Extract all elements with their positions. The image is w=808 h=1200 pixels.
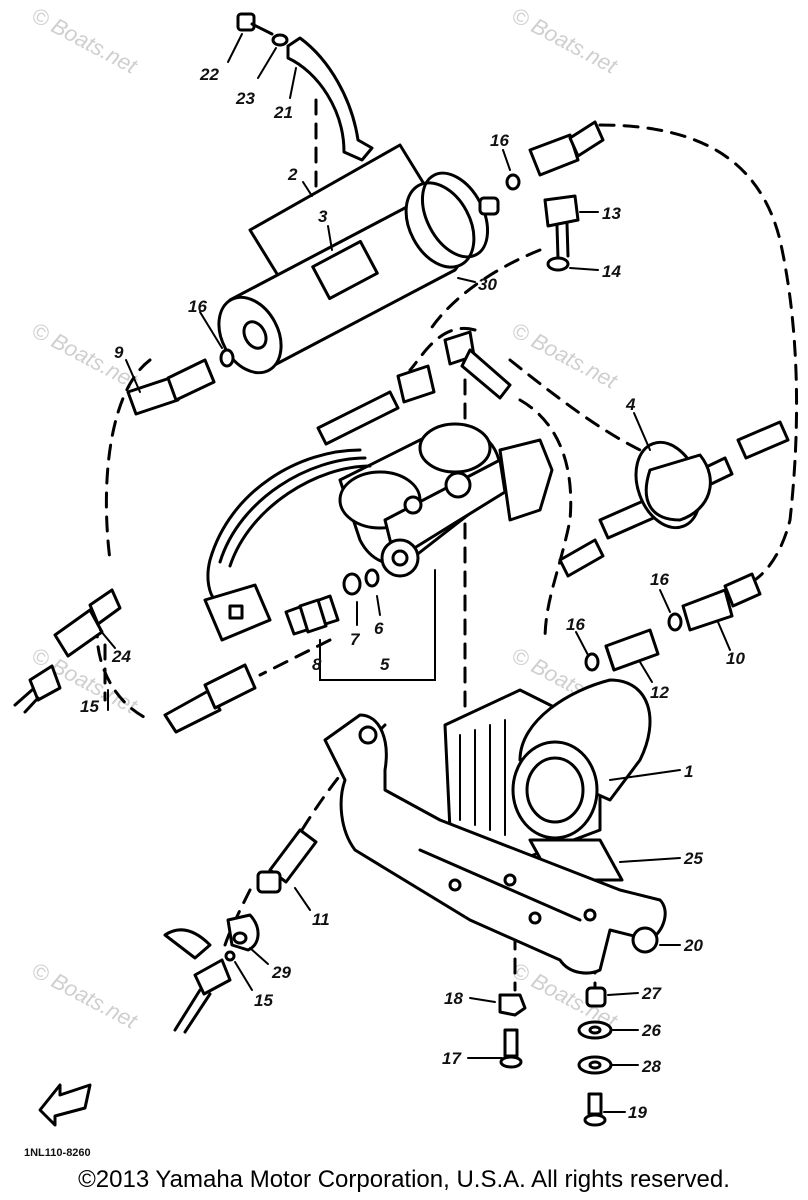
collar-27 xyxy=(585,986,607,1008)
bolt-22 xyxy=(236,12,274,36)
callout-13: 13 xyxy=(602,204,621,223)
callout-4: 4 xyxy=(625,395,636,414)
callout-14: 14 xyxy=(602,262,621,281)
watermark: © Boats.net xyxy=(28,317,142,394)
fitting-9 xyxy=(126,358,216,416)
callout-18: 18 xyxy=(444,989,463,1008)
callout-16-mid: 16 xyxy=(566,615,585,634)
washer-14 xyxy=(546,256,570,272)
hose-fitting-lower-left xyxy=(163,663,257,734)
callout-17: 17 xyxy=(442,1049,462,1068)
clamp-bracket-21 xyxy=(286,36,374,162)
callout-23: 23 xyxy=(235,89,255,108)
callout-3: 3 xyxy=(318,207,328,226)
fitting-12 xyxy=(604,628,660,672)
nut-18 xyxy=(498,993,527,1017)
callout-22: 22 xyxy=(199,65,219,84)
callout-15-left: 15 xyxy=(80,697,99,716)
callout-24: 24 xyxy=(111,647,131,666)
cable-end-11 xyxy=(256,828,318,894)
bolt-17 xyxy=(499,1028,523,1069)
wiring-harness xyxy=(203,448,372,642)
callout-1: 1 xyxy=(684,762,693,781)
hose-segments xyxy=(316,330,790,578)
fitting-8 xyxy=(284,594,340,636)
valve-block-5 xyxy=(338,422,554,578)
callout-7: 7 xyxy=(350,630,361,649)
callout-6: 6 xyxy=(374,619,384,638)
callout-16-left: 16 xyxy=(188,297,207,316)
copyright-notice: ©2013 Yamaha Motor Corporation, U.S.A. A… xyxy=(78,1166,730,1193)
o-ring-16-top xyxy=(505,173,521,191)
callout-27: 27 xyxy=(641,984,662,1003)
callout-26: 26 xyxy=(641,1021,661,1040)
callout-8: 8 xyxy=(312,655,322,674)
cable-15-lower xyxy=(173,950,236,1034)
fitting-24 xyxy=(53,588,122,658)
watermark: © Boats.net xyxy=(508,2,622,79)
washer-26 xyxy=(577,1020,613,1040)
callout-labels: 22 23 21 2 3 30 16 13 14 16 9 4 24 15 8 … xyxy=(24,65,745,1159)
o-ring-6 xyxy=(364,568,380,588)
tilt-motor-body xyxy=(217,171,500,375)
callout-2: 2 xyxy=(287,165,298,184)
callout-15-lower: 15 xyxy=(254,991,273,1010)
callout-9: 9 xyxy=(114,343,124,362)
callout-11: 11 xyxy=(312,910,330,929)
callout-12: 12 xyxy=(650,683,669,702)
watermark: © Boats.net xyxy=(508,317,622,394)
assembly-lines xyxy=(95,98,799,992)
callout-25: 25 xyxy=(683,849,703,868)
callout-16-right: 16 xyxy=(650,570,669,589)
o-ring-16-right xyxy=(667,612,683,632)
callout-29: 29 xyxy=(271,963,291,982)
forward-arrow-icon xyxy=(38,1083,92,1127)
callout-21: 21 xyxy=(273,103,293,122)
callout-20: 20 xyxy=(683,936,703,955)
mounting-bracket-20 xyxy=(323,713,667,975)
watermark: © Boats.net xyxy=(28,957,142,1034)
callout-10: 10 xyxy=(726,649,745,668)
o-ring-16-mid xyxy=(584,652,600,672)
banjo-bolt-13 xyxy=(543,194,580,260)
callout-19: 19 xyxy=(628,1103,647,1122)
drawing-code: 1NL110-8260 xyxy=(24,1147,91,1159)
leader-bracket-5 xyxy=(319,569,436,681)
leader-lines xyxy=(99,33,731,1113)
bolt-19 xyxy=(583,1092,607,1127)
filter-4 xyxy=(634,440,712,530)
watermark: © Boats.net xyxy=(28,2,142,79)
cable-15-left xyxy=(13,664,62,714)
o-ring-16-left xyxy=(219,348,235,368)
fitting-10 xyxy=(681,572,762,632)
callout-30: 30 xyxy=(478,275,497,294)
power-unit-1 xyxy=(443,678,652,862)
callout-5: 5 xyxy=(380,655,390,674)
hose-fitting-top xyxy=(528,120,605,177)
callout-28: 28 xyxy=(641,1057,661,1076)
washer-23 xyxy=(271,33,289,47)
washer-28 xyxy=(577,1055,613,1075)
cable-bracket-29 xyxy=(163,913,260,960)
washer-7 xyxy=(342,572,362,596)
callout-16-top: 16 xyxy=(490,131,509,150)
